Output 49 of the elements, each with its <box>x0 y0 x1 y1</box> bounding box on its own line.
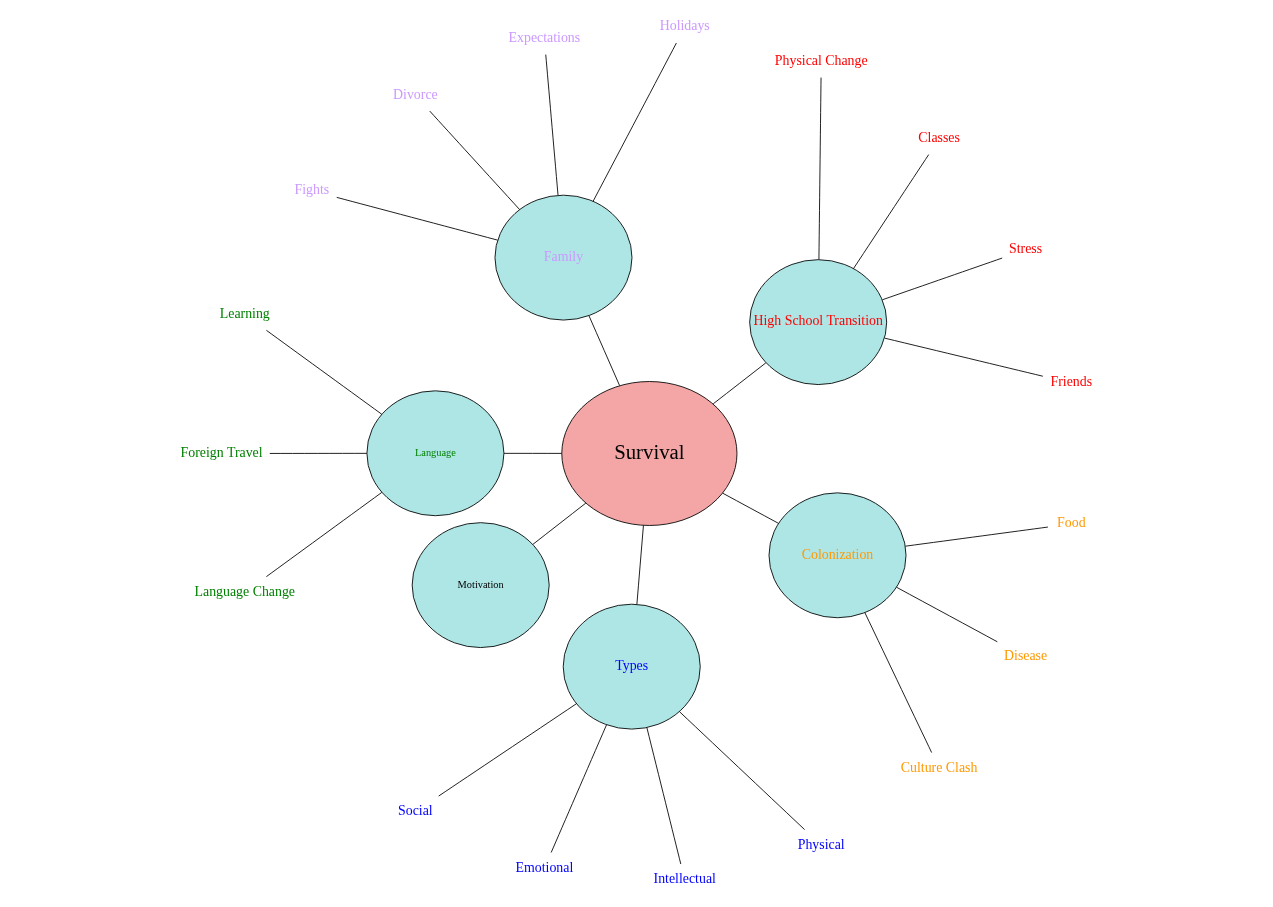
node-circle: Motivation <box>411 522 550 648</box>
node-text: Foreign Travel <box>180 444 263 460</box>
node-circle: High School Transition <box>749 259 888 385</box>
connector <box>550 724 607 853</box>
connector <box>336 196 499 241</box>
connector <box>864 612 933 753</box>
node-circle: Family <box>494 194 633 321</box>
connector <box>265 491 383 578</box>
connector <box>881 257 1003 301</box>
connector <box>896 586 998 643</box>
connector <box>679 711 806 831</box>
connector <box>884 337 1044 377</box>
connector <box>818 77 822 260</box>
connector <box>722 492 779 524</box>
node-text: Physical Change <box>774 53 868 69</box>
node-text: Classes <box>918 130 960 146</box>
node-text: Learning <box>219 305 270 321</box>
connector <box>269 452 368 454</box>
connector <box>646 727 682 865</box>
node-text: Disease <box>1004 648 1048 664</box>
node-text: Holidays <box>659 18 710 34</box>
node-circle: Colonization <box>768 492 907 619</box>
node-circle: Language <box>366 390 505 517</box>
node-text: Emotional <box>515 859 574 875</box>
connector <box>532 502 587 545</box>
node-text: Intellectual <box>653 871 716 887</box>
connector <box>636 524 644 605</box>
node-circle: Types <box>562 603 701 730</box>
node-text: Physical <box>797 836 845 852</box>
node-text: Expectations <box>508 30 581 46</box>
connector <box>905 526 1049 547</box>
node-text: Social <box>398 802 433 818</box>
connector <box>265 329 383 415</box>
connector <box>545 54 559 196</box>
connector <box>438 703 577 797</box>
node-text: Fights <box>294 182 330 198</box>
node-text: Culture Clash <box>900 759 978 775</box>
node-text: Food <box>1057 515 1086 531</box>
connector <box>503 452 563 454</box>
node-ellipse: Survival <box>561 381 738 526</box>
connector <box>588 315 620 386</box>
node-text: Friends <box>1050 374 1093 390</box>
node-text: Divorce <box>393 86 438 102</box>
node-text: Stress <box>1009 241 1043 257</box>
connector <box>712 362 767 405</box>
connector <box>592 42 677 202</box>
node-text: Language Change <box>194 583 296 599</box>
connector <box>429 110 521 211</box>
connector <box>853 154 930 270</box>
